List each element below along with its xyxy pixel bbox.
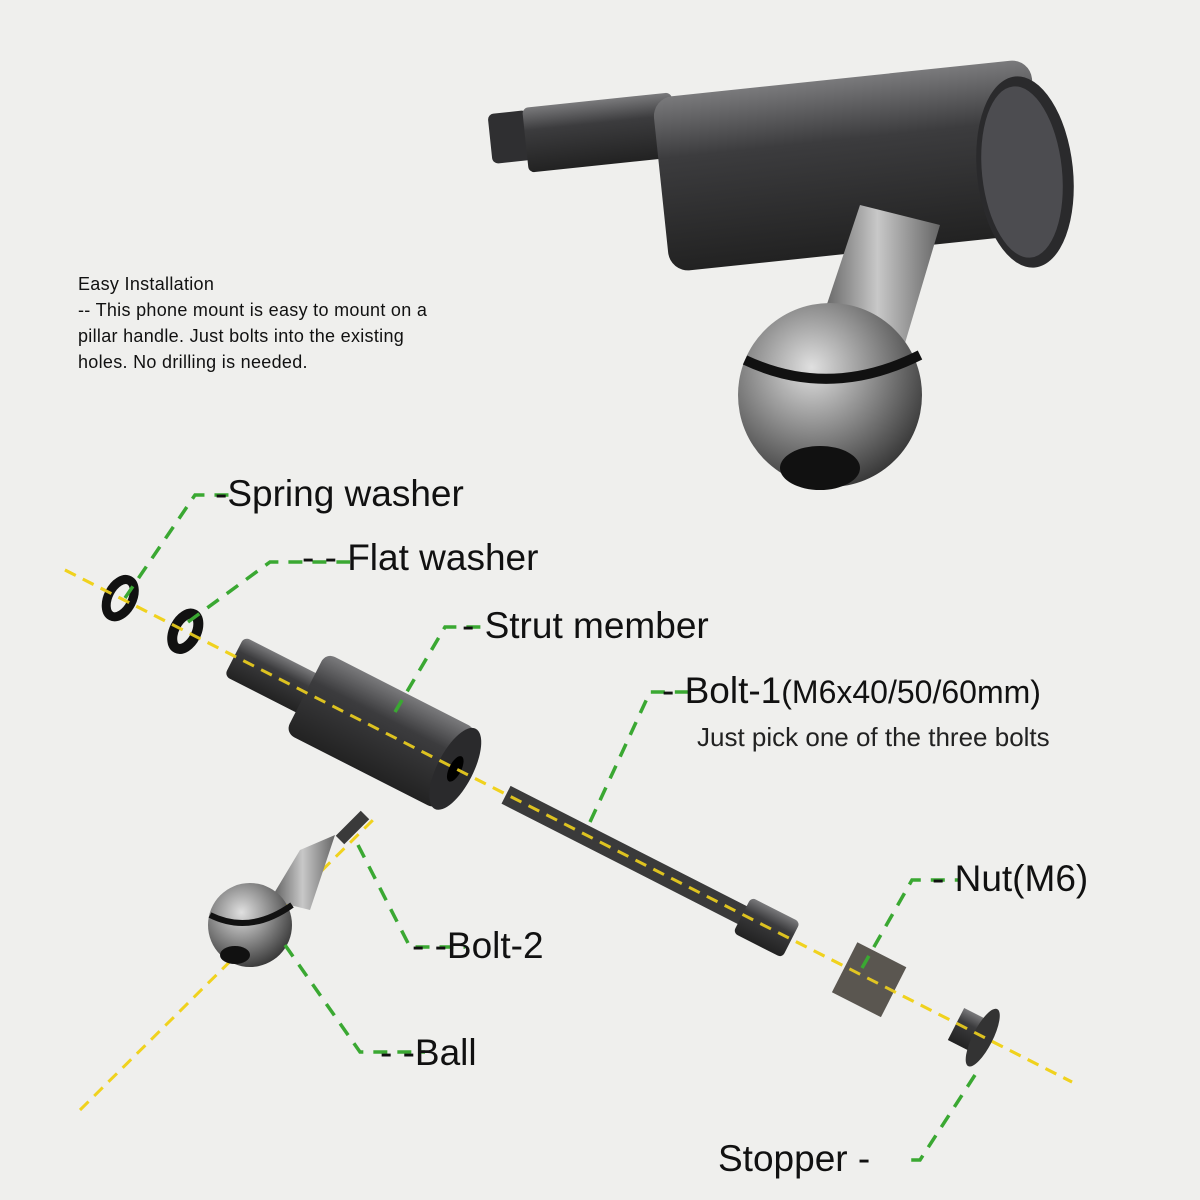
leader-lines <box>123 493 977 1162</box>
intro-line: holes. No drilling is needed. <box>78 352 308 372</box>
label-spring-washer: -Spring washer <box>215 473 464 514</box>
bolt-2-part <box>335 810 370 845</box>
label-ball: - -Ball <box>380 1032 477 1073</box>
label-bolt-1-note: Just pick one of the three bolts <box>697 722 1050 752</box>
intro-line: pillar handle. Just bolts into the exist… <box>78 326 405 346</box>
installation-description: Easy Installation -- This phone mount is… <box>78 271 427 375</box>
label-stopper: Stopper - <box>718 1138 871 1179</box>
ball-part <box>208 810 370 967</box>
label-nut: - Nut(M6) <box>932 858 1089 899</box>
label-flat-washer: - - Flat washer <box>302 537 539 578</box>
label-bolt-1: - Bolt-1(M6x40/50/60mm) <box>662 670 1041 712</box>
assembled-mount-image <box>488 60 1074 490</box>
stopper-part <box>947 1007 1000 1067</box>
intro-title: Easy Installation <box>78 274 215 294</box>
bolt-1-spec: (M6x40/50/60mm) <box>781 674 1041 710</box>
strut-member-part <box>226 638 482 810</box>
label-bolt-2: - -Bolt-2 <box>412 925 544 966</box>
bolt-1-name: - Bolt-1 <box>662 670 782 711</box>
label-strut-member: - Strut member <box>462 605 709 646</box>
intro-line: -- This phone mount is easy to mount on … <box>78 300 428 320</box>
